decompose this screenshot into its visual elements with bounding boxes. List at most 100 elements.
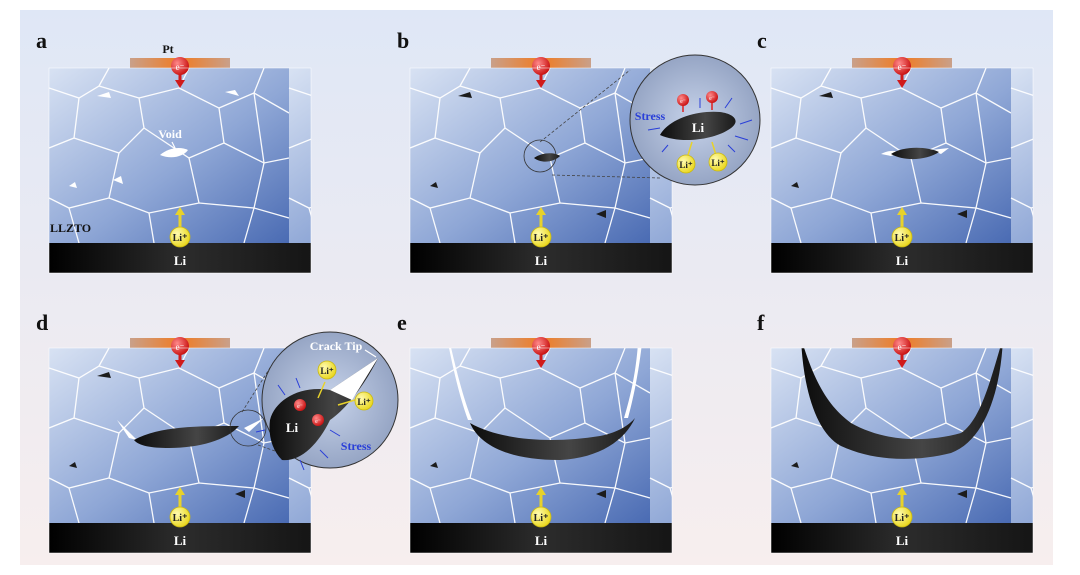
- inset-d-li-ion-1: [317, 360, 337, 380]
- li-ion-arrowhead: [897, 207, 907, 215]
- electron-label: e⁻: [537, 62, 546, 72]
- void-shape: [458, 92, 472, 98]
- li-anode-label: Li: [535, 533, 548, 548]
- panel-letter-e: e: [397, 310, 407, 335]
- panel-letter-d: d: [36, 310, 48, 335]
- crack-shape: [449, 348, 642, 420]
- panel-c: Li Li⁺ e⁻: [770, 57, 1034, 274]
- void-shape: [596, 490, 606, 498]
- li-anode-label: Li: [896, 253, 909, 268]
- li-ion-label: Li⁺: [895, 513, 910, 524]
- crack-tip-pointer: [364, 349, 377, 358]
- void-shape: [69, 182, 77, 188]
- li-dendrite: [134, 426, 239, 448]
- panel-f: Li Li⁺ e⁻: [770, 337, 1034, 554]
- panel-frame: [409, 347, 673, 554]
- inset-b-li-deposit: [660, 111, 736, 141]
- li-dendrite: [470, 418, 635, 460]
- panel-letter-b: b: [397, 28, 409, 53]
- electron-arrowhead: [897, 80, 907, 88]
- li-anode-label: Li: [535, 253, 548, 268]
- inset-d-li-ion-2-label: Li⁺: [357, 397, 371, 407]
- inset-b-electron-1: [677, 94, 689, 106]
- li-ion-label: Li⁺: [173, 233, 188, 244]
- void-shape: [69, 462, 77, 468]
- li-ion: [169, 226, 191, 248]
- inset-d-crack-tip-label: Crack Tip: [310, 339, 363, 353]
- electron: [171, 337, 189, 355]
- electron-label: e⁻: [898, 62, 907, 72]
- li-ion: [530, 506, 552, 528]
- li-ion: [169, 506, 191, 528]
- inset-b-stress-label: Stress: [635, 109, 666, 123]
- electron-label: e⁻: [176, 62, 185, 72]
- li-anode-label: Li: [896, 533, 909, 548]
- li-ion-arrowhead: [175, 487, 185, 495]
- li-ion-label: Li⁺: [534, 233, 549, 244]
- void-shape: [97, 372, 111, 378]
- inset-b: Li Stress e⁻ e⁻ Li⁺ Li⁺: [523, 54, 761, 186]
- electron-label: e⁻: [176, 342, 185, 352]
- llzto-grains: [49, 68, 311, 243]
- void-shape: [430, 182, 438, 188]
- void-shape: [225, 90, 239, 96]
- li-ion-arrowhead: [897, 487, 907, 495]
- llzto-grains: [410, 348, 672, 523]
- li-ion: [530, 226, 552, 248]
- panel-frame: [48, 67, 312, 274]
- panel-letter-c: c: [757, 28, 767, 53]
- panel-letter-f: f: [757, 310, 765, 335]
- inset-b-electron-1-label: e⁻: [680, 99, 686, 105]
- panel-frame: [770, 67, 1034, 274]
- li-anode: [771, 243, 1033, 273]
- li-dendrite: [891, 147, 939, 160]
- electron: [893, 337, 911, 355]
- inset-d-crack: [330, 358, 378, 400]
- li-ion-label: Li⁺: [895, 233, 910, 244]
- li-anode: [49, 523, 311, 553]
- li-ion-label: Li⁺: [534, 513, 549, 524]
- llzto-label: LLZTO: [50, 221, 91, 235]
- inset-b-electron-2: [706, 91, 718, 103]
- li-anode: [410, 243, 672, 273]
- electron-label: e⁻: [898, 342, 907, 352]
- li-dendrite: [801, 348, 1003, 459]
- void-shape: [819, 92, 833, 98]
- li-ion-arrowhead: [536, 487, 546, 495]
- pt-label: Pt: [162, 42, 173, 56]
- void-shape: [160, 147, 188, 158]
- inset-d-electron-1-label: e⁻: [297, 404, 303, 410]
- electron: [532, 337, 550, 355]
- li-ion-arrowhead: [536, 207, 546, 215]
- inset-b-source-circle: [523, 139, 557, 173]
- void-shape: [957, 490, 967, 498]
- inset-d-stress-label: Stress: [341, 439, 372, 453]
- llzto-grains: [771, 68, 1033, 243]
- li-anode: [410, 523, 672, 553]
- inset-d-li-ion-2: [354, 391, 374, 411]
- li-anode-label: Li: [174, 253, 187, 268]
- llzto-grains: [771, 348, 1033, 523]
- void-shape: [596, 210, 606, 218]
- inset-d-li-ion-1-label: Li⁺: [320, 366, 334, 376]
- electron-arrowhead: [175, 80, 185, 88]
- void-shape: [430, 462, 438, 468]
- panel-b: Li Li⁺ e⁻: [409, 57, 673, 274]
- panel-a: Li Li⁺ e⁻: [48, 57, 312, 274]
- inset-d-electron-1: [294, 399, 306, 411]
- inset-b-li-label: Li: [692, 120, 705, 135]
- panel-frame: [770, 347, 1034, 554]
- inset-b-li-ion-1-label: Li⁺: [679, 160, 693, 170]
- void-shape: [791, 182, 799, 188]
- electron-arrowhead: [536, 360, 546, 368]
- inset-b-li-ion-2: [708, 152, 728, 172]
- crack-shape: [117, 418, 264, 440]
- inset-b-li-ion-1: [676, 154, 696, 174]
- li-anode: [49, 243, 311, 273]
- electron-arrowhead: [175, 360, 185, 368]
- electron: [171, 57, 189, 75]
- inset-d: Li Crack Tip Stress e⁻ e⁻ Li⁺ Li⁺: [229, 331, 399, 471]
